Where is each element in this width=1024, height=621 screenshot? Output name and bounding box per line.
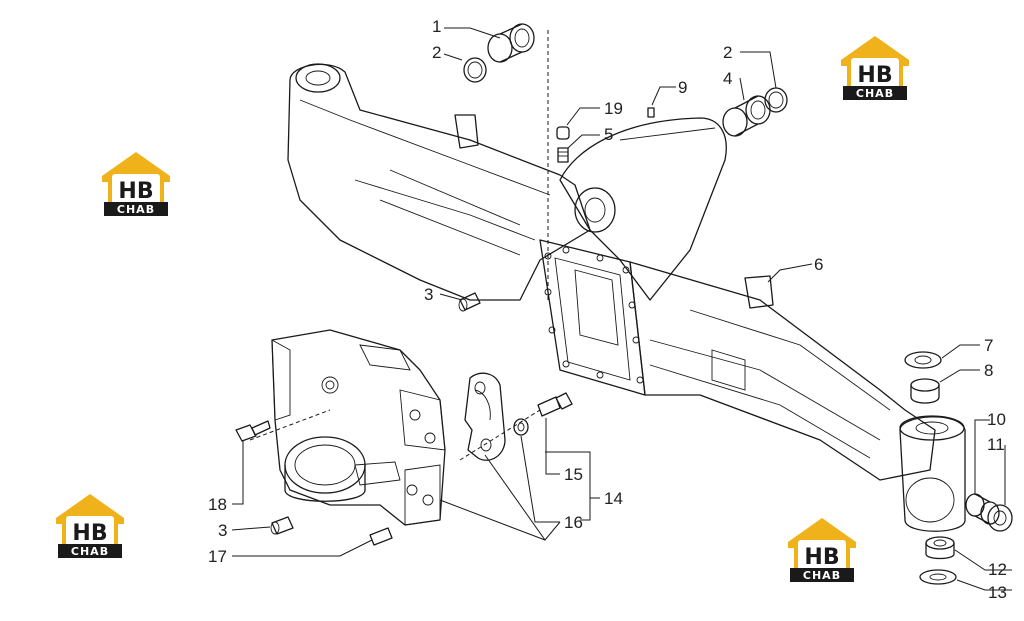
brand-wordmark: CHAB [803,569,841,582]
brand-monogram: HB [72,521,107,546]
callout-11: 11 [987,435,1005,454]
callout-8: 8 [984,361,993,380]
callout-3-upper: 3 [424,285,433,304]
axle-housing [287,63,966,532]
part-13-washer [919,569,957,585]
callout-labels: 1 2 2 4 9 19 5 3 6 7 8 10 11 18 3 17 15 … [208,17,1007,602]
part-8-bushing [910,378,940,404]
brand-monogram: HB [804,545,839,570]
leader-lines [231,27,1012,591]
brand-logo-top-right: HB CHAB [841,36,909,100]
callout-5: 5 [604,125,613,144]
part-2-washer-top-right [764,87,788,113]
callout-1: 1 [432,17,441,36]
brand-wordmark: CHAB [71,545,109,558]
part-18-bolt [235,420,271,442]
callout-18: 18 [208,495,227,514]
part-1-bushing [487,23,535,63]
callout-12: 12 [988,560,1007,579]
callout-16: 16 [564,513,583,532]
callout-2-top-left: 2 [432,43,441,62]
part-19-cap [556,126,570,140]
part-5-fitting [557,147,569,163]
callout-10: 10 [987,410,1006,429]
brand-wordmark: CHAB [856,87,894,100]
brand-monogram: HB [857,63,892,88]
brand-wordmark: CHAB [117,203,155,216]
part-14-clamp-cap [464,372,506,461]
brand-monogram: HB [118,179,153,204]
part-3-plug-lower [270,516,294,535]
callout-17: 17 [208,547,227,566]
callout-15: 15 [564,465,583,484]
callout-7: 7 [984,336,993,355]
part-3-plug-upper [458,292,481,312]
callout-14: 14 [604,489,623,508]
part-7-washer [904,351,942,369]
callout-9: 9 [678,78,687,97]
callout-3-lower: 3 [218,521,227,540]
part-16-nut [513,418,529,436]
part-17-pin [369,527,393,546]
callout-4: 4 [723,69,732,88]
part-9-grease-fitting [647,107,655,118]
callout-6: 6 [814,255,823,274]
callout-19: 19 [604,99,623,118]
brand-logo-left-upper: HB CHAB [102,152,170,216]
callout-13: 13 [988,583,1007,602]
part-15-bolt [537,392,573,417]
brand-logo-bottom-right: HB CHAB [788,518,856,582]
pivot-carrier-housing [271,329,446,526]
part-4-bushing [722,95,771,137]
part-2-washer-top-left [463,57,487,83]
brand-logo-left-lower: HB CHAB [56,494,124,558]
callout-2-top-right: 2 [723,43,732,62]
part-12-bushing [925,536,955,560]
part-11-seal [987,504,1013,532]
